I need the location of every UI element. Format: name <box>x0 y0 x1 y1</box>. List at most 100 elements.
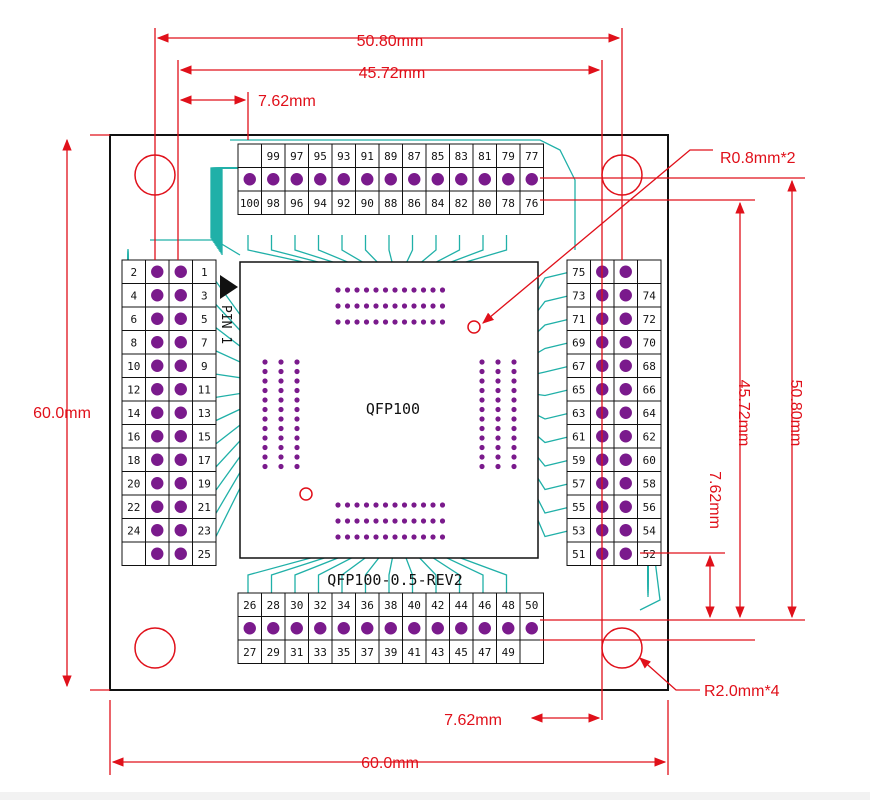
chip-pad <box>335 319 341 325</box>
chip-pad <box>392 319 398 325</box>
pin-label: 48 <box>502 599 515 612</box>
chip-pad <box>439 287 446 293</box>
chip-pad <box>294 444 300 451</box>
small-hole-1 <box>467 320 481 334</box>
pad <box>151 312 164 325</box>
pad <box>174 312 187 325</box>
pin-label: 57 <box>572 477 585 490</box>
chip-pad <box>294 425 300 432</box>
chip-pad <box>294 378 300 384</box>
pin-label: 82 <box>455 197 468 210</box>
pin-label: 12 <box>127 383 140 396</box>
chip-pad <box>495 368 501 375</box>
pad <box>151 500 164 513</box>
chip-pad <box>392 287 398 293</box>
chip-pad <box>401 518 408 524</box>
dim-right-inner: 45.72mm <box>735 380 752 447</box>
chip-pad <box>401 319 408 325</box>
pad <box>431 173 444 186</box>
pad <box>619 265 632 278</box>
chip-pad <box>439 534 446 540</box>
chip-pad <box>495 454 501 460</box>
dim-small-hole: R0.8mm*2 <box>720 150 796 167</box>
pad <box>384 622 397 635</box>
chip-label: QFP100 <box>366 400 420 418</box>
pad <box>314 622 327 635</box>
pin-label: 21 <box>198 501 211 514</box>
pin-label: 39 <box>384 646 397 659</box>
chip-pad <box>344 319 351 325</box>
pin-label: 20 <box>127 477 140 490</box>
pin-label: 37 <box>361 646 374 659</box>
pin-label: 68 <box>643 360 656 373</box>
header-right: 7573716967656361595755535174727068666462… <box>566 259 662 566</box>
pin-label: 88 <box>384 197 397 210</box>
small-hole-2 <box>299 487 313 501</box>
chip-pad <box>495 359 501 365</box>
chip-pad <box>479 463 485 470</box>
chip-pad <box>479 368 485 375</box>
dim-top-pitch: 7.62mm <box>258 93 316 110</box>
chip-pad <box>420 319 427 325</box>
pin-label: 27 <box>243 646 256 659</box>
chip-pad <box>294 359 300 365</box>
chip-pad <box>354 534 360 540</box>
chip-pad <box>363 518 370 524</box>
pin-label: 92 <box>337 197 350 210</box>
chip-pad <box>262 387 268 394</box>
pin-label: 52 <box>643 548 656 561</box>
header-left-cell <box>192 541 217 566</box>
chip-pad <box>354 319 360 325</box>
pin-label: 83 <box>455 150 468 163</box>
pin-label: 1 <box>201 266 208 279</box>
chip-pad <box>354 287 360 293</box>
pad <box>151 430 164 443</box>
trace <box>230 139 576 250</box>
chip-pad <box>495 378 501 384</box>
pin-label: 44 <box>455 599 469 612</box>
pin-label: 42 <box>431 599 444 612</box>
chip-pad <box>392 303 398 309</box>
pad <box>337 622 350 635</box>
chip-pad <box>373 502 379 508</box>
pad <box>478 622 491 635</box>
chip-pad <box>382 502 389 508</box>
chip-pad <box>392 534 398 540</box>
pin-label: 22 <box>127 501 140 514</box>
chip-pad <box>495 397 501 403</box>
bottom-strip <box>0 792 870 800</box>
chip-pad <box>411 518 417 524</box>
chip-pad <box>382 319 389 325</box>
pin-label: 99 <box>267 150 280 163</box>
pad <box>174 289 187 302</box>
pin-label: 80 <box>478 197 491 210</box>
pin-label: 15 <box>198 430 211 443</box>
chip-pad <box>373 287 379 293</box>
pin-label: 19 <box>198 477 211 490</box>
pad <box>361 173 374 186</box>
pin-label: 10 <box>127 360 140 373</box>
chip-pad <box>335 287 341 293</box>
pin1-label: PIN 1 <box>218 305 233 344</box>
pin-label: 65 <box>572 383 585 396</box>
pin-label: 32 <box>314 599 327 612</box>
chip-pad <box>373 319 379 325</box>
pin-label: 78 <box>502 197 515 210</box>
mount-hole-bottom-left <box>134 627 176 669</box>
pin-label: 24 <box>127 524 141 537</box>
chip-pad <box>294 454 300 460</box>
pin-label: 58 <box>643 477 656 490</box>
pin-label: 43 <box>431 646 444 659</box>
mount-hole-bottom-right <box>601 627 643 669</box>
chip-pad <box>511 387 517 394</box>
chip-pad <box>439 303 446 309</box>
chip-pad <box>344 534 351 540</box>
pin-label: 36 <box>361 599 374 612</box>
pin-label: 89 <box>384 150 397 163</box>
pin-label: 98 <box>267 197 280 210</box>
chip-pad <box>439 502 446 508</box>
pad <box>525 173 538 186</box>
chip-pad <box>294 406 300 413</box>
pad <box>151 336 164 349</box>
